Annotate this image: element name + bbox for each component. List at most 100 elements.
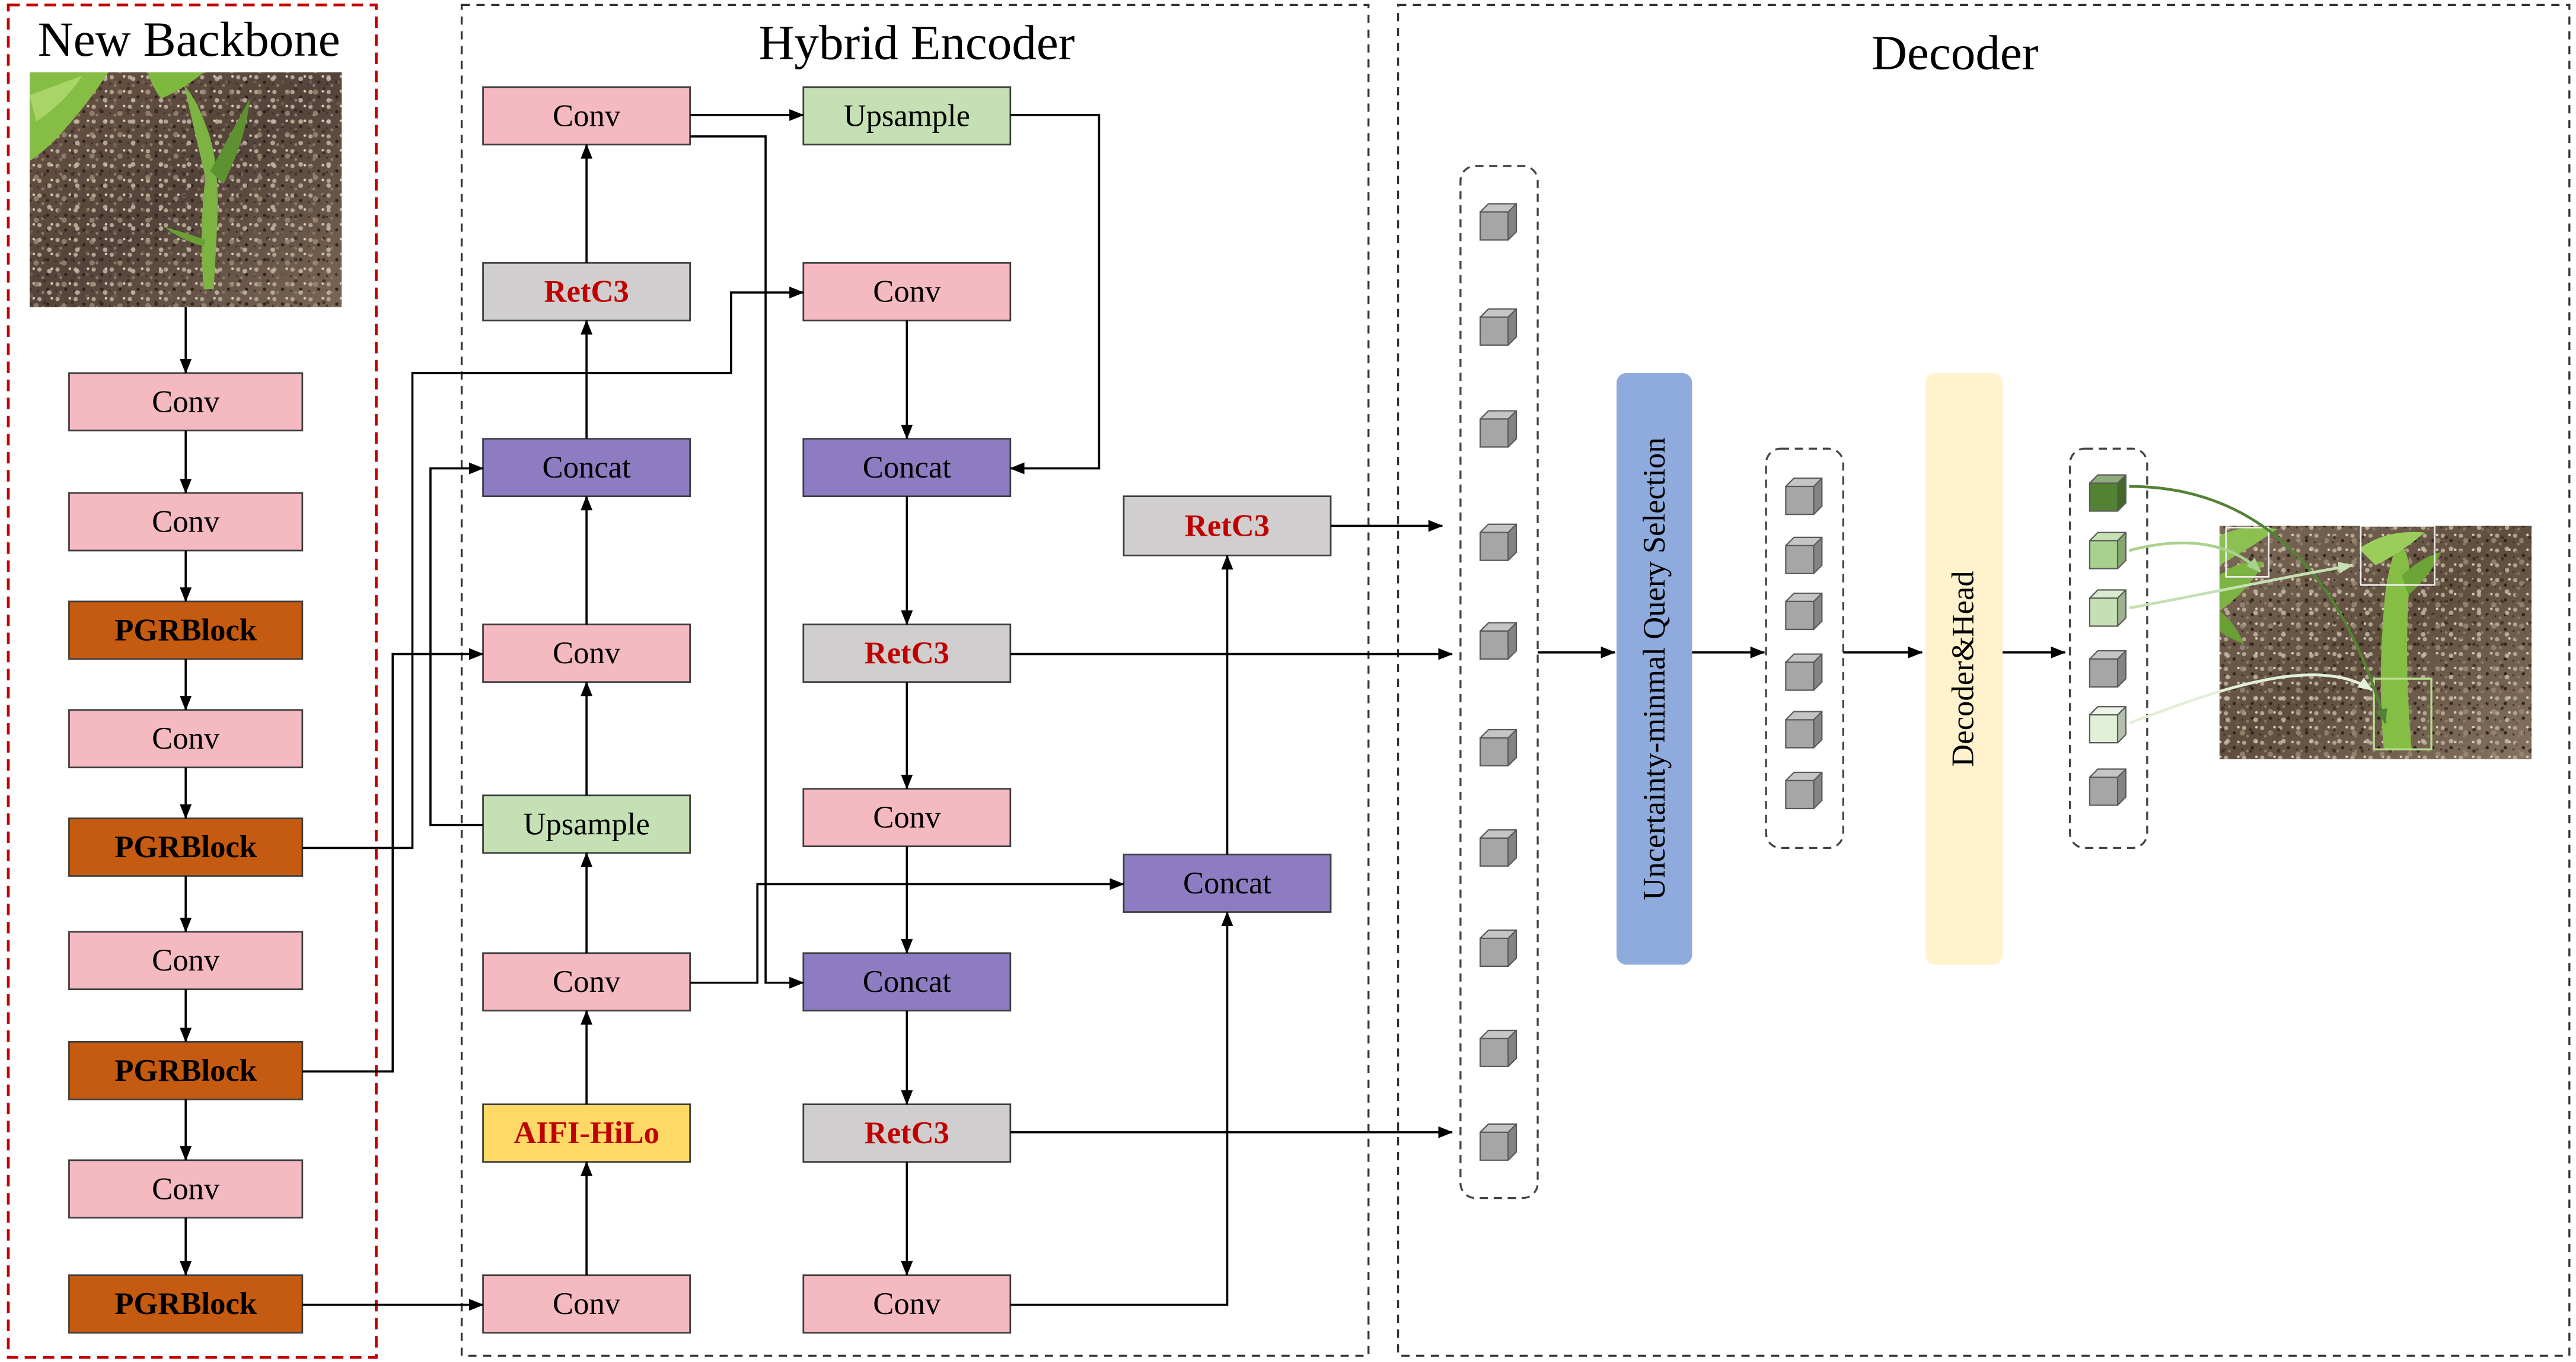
block-label: PGRBlock [114,613,257,647]
block-label: Concat [863,450,951,485]
token-cube [1480,622,1517,660]
token-cube-faint [2089,706,2127,744]
block-box [68,709,304,769]
token-cube [1785,592,1823,631]
backbone-block-pgrblock: PGRBlock [68,1040,304,1100]
block-label: Conv [152,721,220,756]
decoder-head-label: Decoder&Head [1946,571,1981,766]
encoder-left-conv: Conv [482,1274,691,1334]
encoder-right-retc3: RetC3 [1123,495,1332,556]
encoder-title: Hybrid Encoder [758,15,1075,70]
leaf [210,98,250,184]
token-cube-strong [2089,474,2127,512]
token-cube [1480,203,1517,241]
token-cube [1785,711,1823,749]
block-label: Conv [553,636,621,670]
encoder-middle-retc3: RetC3 [802,1103,1012,1163]
token-cube [1480,308,1517,346]
block-box [1925,373,2003,965]
encoder-token-cubes [1480,203,1517,1161]
block-label: PGRBlock [114,830,257,864]
encoder-middle-concat: Concat [802,438,1012,498]
plant-stem [2380,542,2412,750]
block-label: RetC3 [1185,508,1270,543]
arrow [2128,541,2262,573]
leaf [2219,611,2245,644]
detection-box [2225,526,2270,578]
encoder-left-retc3: RetC3 [482,262,691,322]
block-label: Conv [152,943,220,978]
token-cube [1785,771,1823,810]
block-label: Conv [873,1287,941,1321]
block-box [802,623,1012,683]
detection-box [2360,526,2436,586]
token-cube [1480,1029,1517,1068]
token-cube [1480,1123,1517,1161]
encoder-middle-conv: Conv [802,262,1012,322]
backbone-block-conv: Conv [68,931,304,991]
arrow [2129,485,2387,724]
token-cube [1480,728,1517,767]
token-cube [1480,410,1517,448]
block-label: RetC3 [865,636,949,670]
decoder-title: Decoder [1872,25,2038,79]
token-cube [2089,650,2127,688]
backbone-block-conv: Conv [68,492,304,552]
backbone-panel [7,3,378,1359]
block-box [802,788,1012,848]
block-label: Conv [152,1172,220,1206]
query-to-detection-arrows [2128,485,2387,725]
block-label: Upsample [844,98,970,133]
block-label: Concat [863,965,951,999]
leaf [164,227,206,247]
backbone-block-pgrblock: PGRBlock [68,600,304,660]
token-cube-light [2089,589,2127,627]
arrow [302,287,805,849]
encoder-arrows [302,109,1453,1311]
token-cube [1480,929,1517,968]
arrow [2128,673,2373,725]
block-label: Concat [1183,866,1271,900]
encoder-middle-conv: Conv [802,1274,1012,1334]
block-label: Conv [553,1287,621,1321]
token-cube [1785,653,1823,691]
encoder-left-upsample: Upsample [482,794,691,854]
detection-result-image [2219,526,2532,759]
encoder-right-concat: Concat [1123,854,1332,913]
encoder-left-conv: Conv [482,623,691,683]
block-label: RetC3 [865,1116,949,1150]
encoder-left-concat: Concat [482,438,691,498]
block-box [482,438,691,498]
query-selection-label: Uncertainty-minmal Query Selection [1637,437,1672,900]
block-box [802,1103,1012,1163]
block-box [482,1274,691,1334]
detection-box [2373,677,2432,750]
encoder-left-aifi-hilo: AIFI-HiLo [482,1103,691,1163]
soil-texture [29,72,342,308]
token-cube [2089,768,2127,806]
encoder-panel [460,4,1370,1357]
token-cube [1785,536,1823,574]
block-label: Conv [152,384,220,419]
encoder-left-conv: Conv [482,86,691,146]
encoder-middle-concat: Concat [802,952,1012,1012]
output-query-tokens [2068,447,2148,849]
block-box [482,952,691,1012]
block-box [482,262,691,322]
query-selection-block: Uncertainty-minmal Query Selection [1617,373,1692,965]
block-box [1123,495,1332,556]
block-label: Conv [873,800,941,835]
token-cube [1785,478,1823,515]
backbone-title: New Backbone [38,12,340,66]
block-label: RetC3 [544,275,629,309]
leaf [2219,527,2277,565]
output-query-cubes [2089,474,2127,806]
block-label: Conv [152,505,220,539]
block-label: PGRBlock [114,1054,257,1088]
token-cube-medium [2089,532,2127,569]
block-box [482,623,691,683]
encoder-left-conv: Conv [482,952,691,1012]
block-label: Conv [553,965,621,999]
arrow [429,462,484,826]
